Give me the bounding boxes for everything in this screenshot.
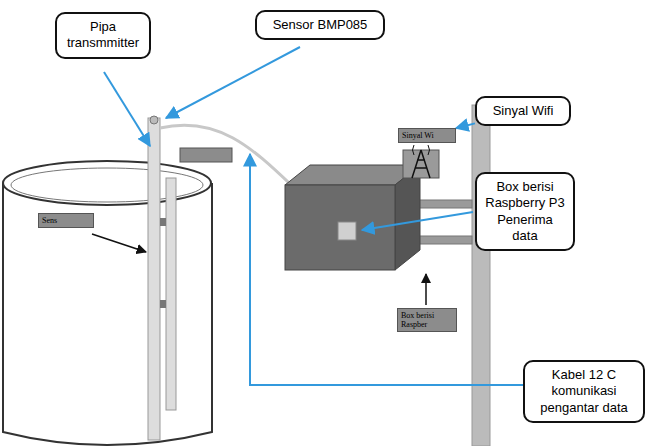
pointer-arrow [92,234,146,252]
node-text: Sinyal Wi [402,131,434,140]
raspberry-box [285,165,420,270]
transmitter-pipe [148,116,176,440]
grey-tag: Sens [38,213,94,228]
water-tank [3,161,212,445]
mounting-pole [472,105,490,446]
pole-bracket [418,236,472,244]
pointer-arrow [425,274,427,305]
box-side [395,165,420,270]
node-text: Sinyal Wifi [493,103,554,119]
antenna-base [403,150,439,178]
cable-port [338,222,356,240]
antenna-waves [413,145,430,155]
leader-arrows [92,47,523,385]
callout-box: Pipa transmmitter [55,12,151,59]
sensor-tag [180,148,232,162]
node-text: Sensor BMP085 [273,17,368,33]
callout-box: Sinyal Wifi [475,96,571,126]
leader-arrow [166,47,300,118]
node-text: Sens [42,216,57,225]
node-text: Kabel 12 C komunikasi pengantar data [531,367,637,416]
main-pipe [148,118,160,440]
leader-arrow [456,123,475,128]
callout-box: Sensor BMP085 [255,10,385,40]
callout-box: Box berisi Raspberry P3 Penerima data [475,172,575,251]
leader-arrow [104,72,150,146]
node-text: Box berisi Raspber [401,311,453,329]
second-pipe [166,178,176,410]
node-text: Pipa transmmitter [63,19,143,52]
node-text: Box berisi Raspberry P3 Penerima data [483,179,567,244]
callout-box: Kabel 12 C komunikasi pengantar data [523,360,645,423]
wifi-antenna [403,145,439,178]
pipe-clamp [160,218,166,226]
tank-body [3,183,212,445]
antenna-tower [412,150,430,178]
sensor-head [150,116,158,124]
grey-tag: Box berisi Raspber [397,308,457,332]
leader-arrow [362,212,473,230]
grey-tag: Sinyal Wi [398,128,456,143]
pipe-clamp [160,300,166,308]
pole-bracket [418,200,472,208]
tank-top [3,161,211,205]
